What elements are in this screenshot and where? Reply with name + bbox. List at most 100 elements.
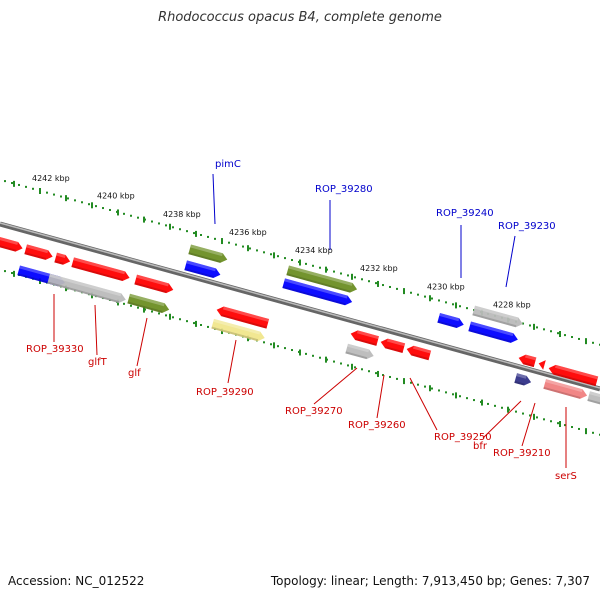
scale-dot — [410, 381, 412, 384]
scale-dot — [424, 385, 426, 388]
genome-backbone — [0, 221, 600, 392]
gene-label-bottom: bfr — [473, 441, 488, 452]
scale-dot — [550, 420, 552, 423]
scale-dot — [522, 412, 524, 415]
gene-arrow — [543, 379, 588, 399]
scale-dot — [368, 370, 370, 373]
scale-dot — [473, 399, 475, 402]
scale-dot — [536, 416, 538, 419]
gene-label-bottom: glf — [128, 368, 141, 379]
scale-dot — [193, 322, 195, 325]
scale-dot — [361, 278, 363, 281]
kbp-tick-label: 4230 kbp — [427, 282, 465, 291]
scale-dot — [592, 431, 594, 434]
gene-label-bottom: ROP_39250 — [434, 432, 492, 443]
scale-dot — [214, 237, 216, 240]
scale-dot — [529, 324, 531, 327]
gene-arrow — [134, 274, 174, 294]
scale-dot — [375, 372, 377, 375]
kbp-tick-label: 4236 kbp — [229, 228, 267, 237]
scale-dot — [543, 328, 545, 331]
label-leader-line — [313, 367, 358, 405]
scale-dot — [382, 284, 384, 287]
gene-label-top: ROP_39240 — [436, 208, 494, 219]
scale-dot — [193, 232, 195, 235]
scale-dot — [347, 364, 349, 367]
scale-dot — [172, 316, 174, 319]
scale-dot — [95, 205, 97, 208]
scale-dot — [396, 377, 398, 380]
gene-label-top: pimC — [215, 159, 241, 170]
gene-arrow — [350, 330, 379, 346]
scale-dot — [333, 270, 335, 273]
scale-dot — [592, 341, 594, 344]
scale-dot — [165, 314, 167, 317]
scale-dot — [263, 341, 265, 344]
scale-dot — [431, 297, 433, 300]
gene-arrow — [216, 306, 270, 329]
scale-dot — [459, 305, 461, 308]
scale-dot — [179, 318, 181, 321]
upper-scale-row — [4, 180, 600, 346]
label-leader-line — [521, 402, 536, 447]
scale-dot — [389, 285, 391, 288]
scale-dot — [235, 243, 237, 246]
scale-dot — [270, 253, 272, 256]
scale-dot — [466, 307, 468, 310]
scale-dot — [452, 303, 454, 306]
scale-dot — [74, 199, 76, 202]
scale-dot — [340, 272, 342, 275]
label-leader-line — [94, 304, 98, 356]
gene-arrow — [286, 265, 358, 293]
scale-dot — [312, 264, 314, 267]
scale-dot — [53, 193, 55, 196]
scale-dot — [578, 337, 580, 340]
label-leader-line — [482, 400, 522, 439]
scale-dot — [494, 404, 496, 407]
gene-labels: pimCROP_39280ROP_39240ROP_39230ROP_39330… — [26, 159, 577, 482]
kbp-tick-label: 4234 kbp — [295, 246, 333, 255]
label-leader-line — [136, 317, 148, 367]
scale-dot — [186, 230, 188, 233]
scale-dot — [263, 251, 265, 254]
scale-dot — [578, 427, 580, 430]
gene-arrow — [548, 364, 599, 387]
backbone-highlight — [0, 222, 600, 389]
gene-arrow — [518, 354, 537, 368]
scale-dot — [11, 182, 13, 185]
scale-dot — [501, 406, 503, 409]
scale-dot — [284, 347, 286, 350]
scale-dot — [333, 360, 335, 363]
scale-dot — [354, 366, 356, 369]
scale-dot — [158, 312, 160, 315]
scale-dot — [207, 235, 209, 238]
scale-dot — [256, 249, 258, 252]
gene-arrow — [211, 318, 265, 342]
scale-dot — [228, 241, 230, 244]
kbp-tick-label: 4242 kbp — [32, 174, 70, 183]
scale-dot — [389, 375, 391, 378]
scale-dot — [312, 354, 314, 357]
gene-arrow — [472, 305, 523, 328]
scale-dot — [81, 201, 83, 204]
gene-label-bottom: ROP_39260 — [348, 420, 406, 431]
scale-dot — [564, 424, 566, 427]
kbp-tick-label: 4228 kbp — [493, 301, 531, 310]
scale-dot — [340, 362, 342, 365]
scale-dot — [536, 326, 538, 329]
scale-dot — [424, 295, 426, 298]
scale-dot — [165, 224, 167, 227]
scale-dot — [4, 270, 6, 273]
scale-dot — [277, 255, 279, 258]
scale-dot — [137, 216, 139, 219]
scale-dot — [11, 272, 13, 275]
kbp-tick-label: 4238 kbp — [163, 210, 201, 219]
scale-dot — [466, 397, 468, 400]
scale-dot — [445, 301, 447, 304]
genome-title: Rhodococcus opacus B4, complete genome — [158, 10, 442, 25]
scale-dot — [284, 257, 286, 260]
gene-arrow — [127, 293, 170, 313]
scale-dot — [25, 185, 27, 188]
scale-dot — [417, 293, 419, 296]
